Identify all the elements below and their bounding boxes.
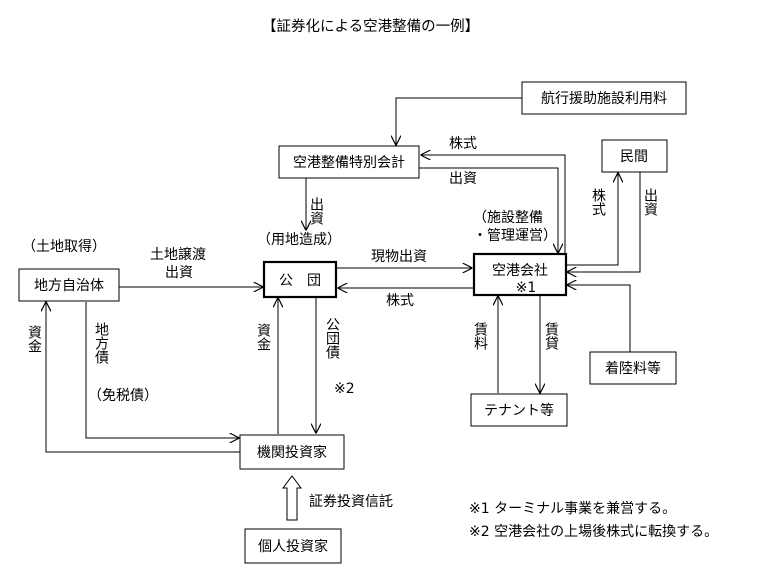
private-sector-box: 民間 — [601, 139, 668, 173]
tenant-label: テナント等 — [484, 402, 554, 419]
landing-fee-label: 着陸料等 — [605, 360, 661, 377]
public-corporation-label: 公 団 — [279, 273, 321, 289]
arrow-investment-from-private — [567, 172, 641, 272]
arrow-navaid-to-special-account — [396, 97, 522, 145]
label-securities-trust: 証券投資信託 — [309, 494, 393, 510]
local-government-label: 地方自治体 — [34, 278, 104, 294]
note-land-acquisition: （土地取得） — [22, 238, 106, 255]
label-corp-bond: 公団債 — [324, 317, 340, 359]
public-corporation-box: 公 団 — [262, 260, 338, 299]
arrow-landing-fee-to-airport — [567, 285, 631, 352]
label-stock-top: 株式 — [449, 136, 477, 152]
arrow-stock-to-special-account — [421, 155, 566, 253]
note-land-development: （用地造成） — [257, 232, 341, 248]
tenant-box: テナント等 — [470, 393, 568, 427]
arrow-local-bond — [85, 302, 239, 438]
landing-fee-box: 着陸料等 — [589, 351, 677, 385]
special-account-box: 空港整備特別会計 — [278, 145, 420, 179]
airport-company-box: 空港会社 ※1 — [472, 252, 568, 297]
label-rent-2: 賃貸 — [543, 322, 559, 350]
individual-investor-label: 個人投資家 — [258, 538, 328, 555]
label-local-bond-1: 地方債 — [93, 322, 109, 364]
footnote-1: ※1 ターミナル事業を兼営する。 — [469, 501, 676, 517]
hollow-arrow-securities-trust — [282, 475, 302, 521]
airport-company-note-mark: ※1 — [516, 280, 537, 296]
label-funds-mid: 資金 — [255, 323, 271, 351]
label-land-transfer-1: 土地譲渡 — [150, 247, 206, 263]
institutional-investor-label: 機関投資家 — [257, 444, 327, 461]
arrow-funds-to-local-gov — [46, 302, 240, 453]
note-facility-2: ・管理運営） — [473, 228, 557, 244]
label-private-stock: 株式 — [590, 188, 606, 216]
label-stock-mid: 株式 — [386, 293, 414, 309]
footnote-2: ※2 空港会社の上場後株式に転換する。 — [469, 524, 718, 540]
navaid-fee-label: 航行援助施設利用料 — [541, 91, 667, 107]
institutional-investor-box: 機関投資家 — [239, 434, 345, 470]
label-investment-top: 出資 — [449, 171, 477, 187]
special-account-label: 空港整備特別会計 — [293, 155, 405, 171]
navaid-fee-box: 航行援助施設利用料 — [521, 81, 687, 115]
label-land-transfer-2: 出資 — [165, 265, 193, 281]
label-in-kind-investment: 現物出資 — [371, 249, 427, 265]
label-rent-1: 賃料 — [472, 322, 488, 350]
airport-company-label: 空港会社 — [492, 263, 548, 279]
arrow-stock-to-private — [567, 173, 618, 266]
note-facility-1: （施設整備 — [473, 210, 543, 226]
arrow-investment-to-airport — [419, 167, 558, 253]
label-special-account-investment: 出資 — [308, 197, 324, 225]
individual-investor-box: 個人投資家 — [244, 528, 342, 564]
private-sector-label: 民間 — [620, 149, 648, 165]
diagram-title: 【証券化による空港整備の一例】 — [262, 18, 479, 35]
label-funds-left: 資金 — [26, 325, 42, 353]
label-corp-bond-note: ※2 — [334, 381, 355, 397]
label-local-bond-2: （免税債） — [88, 388, 158, 404]
label-private-investment: 出資 — [642, 188, 658, 216]
local-government-box: 地方自治体 — [18, 268, 120, 302]
